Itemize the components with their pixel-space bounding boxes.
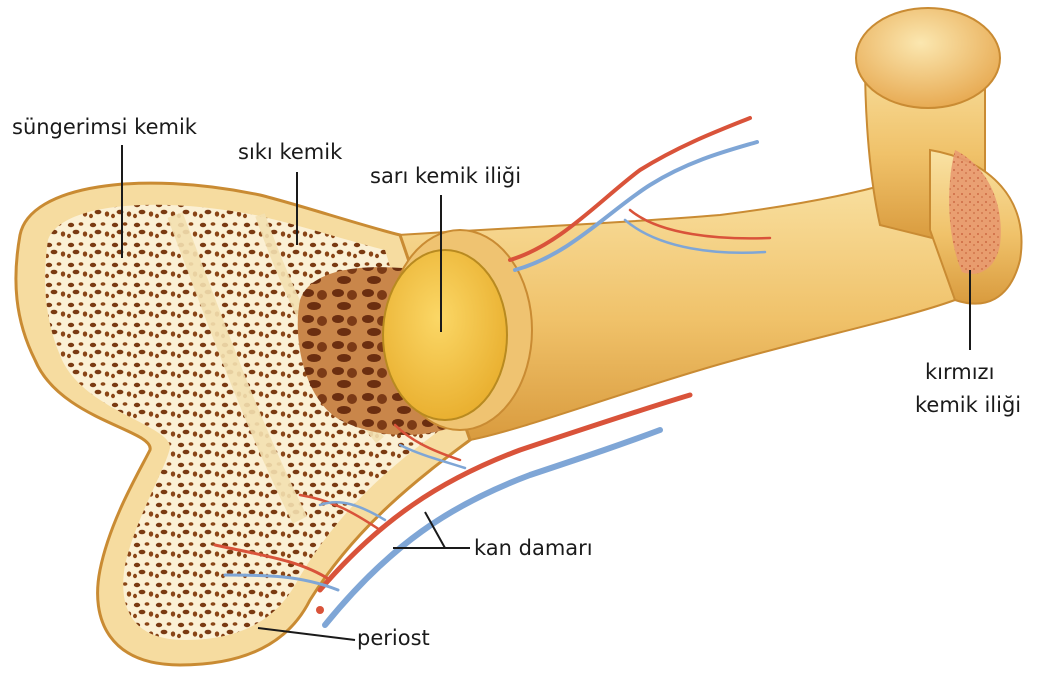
label-red-marrow-line2: kemik iliği [915,393,1021,418]
bone-head [856,8,1000,108]
label-compact-bone: sıkı kemik [238,140,342,165]
label-spongy-bone: süngerimsi kemik [12,115,197,140]
label-red-marrow-line1: kırmızı [925,360,994,385]
yellow-marrow [383,250,507,420]
label-blood-vessel: kan damarı [474,536,593,561]
label-periosteum: periost [357,626,430,651]
red-marrow-region [949,150,1001,274]
label-yellow-marrow: sarı kemik iliği [370,164,521,189]
